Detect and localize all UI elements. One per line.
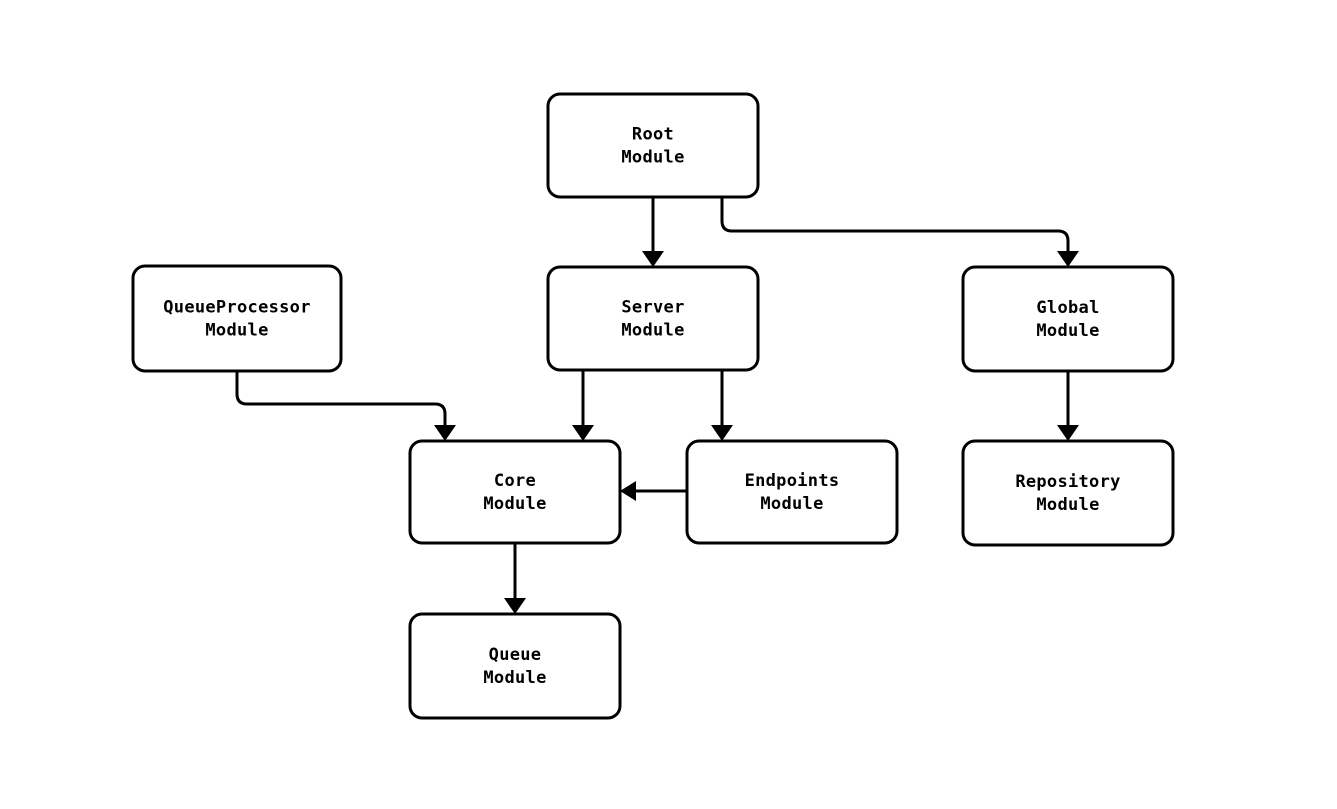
node-label-line1: Global bbox=[1036, 298, 1099, 318]
edge-line bbox=[235, 371, 447, 425]
node-box[interactable] bbox=[546, 92, 760, 199]
node-label-line2: Module bbox=[1036, 495, 1099, 515]
node-label-line1: Repository bbox=[1015, 472, 1120, 492]
node-box[interactable] bbox=[131, 264, 343, 373]
edge-server-core bbox=[572, 370, 594, 441]
node-label-line1: Server bbox=[621, 298, 684, 318]
edge-server-endpoints bbox=[711, 370, 733, 441]
node-label-line1: Core bbox=[494, 471, 536, 491]
arrowhead-icon bbox=[504, 598, 526, 614]
arrowhead-icon bbox=[572, 425, 594, 441]
node-label-line1: Root bbox=[632, 125, 674, 145]
arrowhead-icon bbox=[434, 425, 456, 441]
node-box[interactable] bbox=[408, 612, 622, 720]
node-box[interactable] bbox=[408, 439, 622, 545]
node-label-line2: Module bbox=[483, 668, 546, 688]
edge-root-global bbox=[720, 197, 1079, 267]
node-label-line2: Module bbox=[1036, 321, 1099, 341]
node-label-line1: Endpoints bbox=[745, 471, 840, 491]
edge-endpoints-core bbox=[620, 481, 687, 501]
arrowhead-icon bbox=[620, 481, 636, 501]
node-box[interactable] bbox=[961, 439, 1175, 547]
edge-line bbox=[720, 197, 1070, 251]
node-label-line2: Module bbox=[760, 494, 823, 514]
node-label-line2: Module bbox=[205, 321, 268, 341]
edge-queueprocessor-core bbox=[235, 371, 456, 441]
arrowhead-icon bbox=[642, 251, 664, 267]
node-label-line2: Module bbox=[483, 494, 546, 514]
node-label-line1: Queue bbox=[489, 645, 542, 665]
arrowhead-icon bbox=[1057, 425, 1079, 441]
node-label-line1: QueueProcessor bbox=[163, 298, 311, 318]
nodes-layer: RootModuleQueueProcessorModuleServerModu… bbox=[131, 92, 1175, 720]
arrowhead-icon bbox=[711, 425, 733, 441]
node-box[interactable] bbox=[546, 265, 760, 372]
edge-core-queue bbox=[504, 543, 526, 614]
node-label-line2: Module bbox=[621, 148, 684, 168]
edge-root-server bbox=[642, 197, 664, 267]
node-label-line2: Module bbox=[621, 321, 684, 341]
arrowhead-icon bbox=[1057, 251, 1079, 267]
node-box[interactable] bbox=[961, 265, 1175, 373]
edges-layer bbox=[235, 197, 1079, 614]
node-box[interactable] bbox=[685, 439, 899, 545]
edge-global-repository bbox=[1057, 371, 1079, 441]
